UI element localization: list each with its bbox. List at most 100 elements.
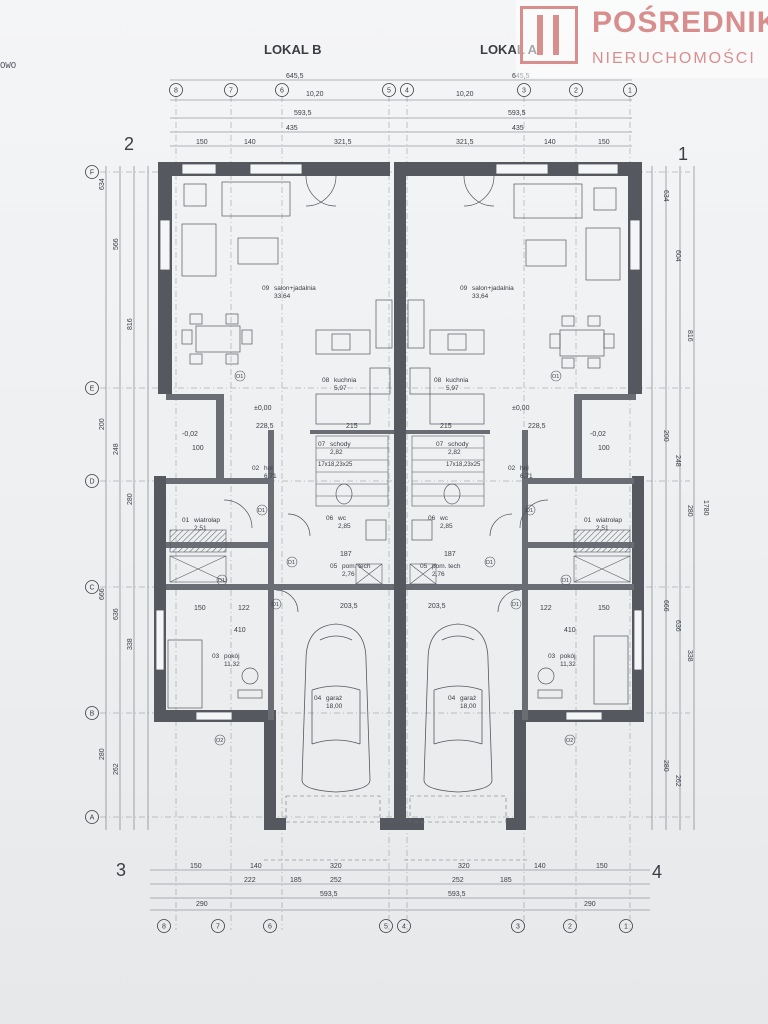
axis-top-7: 7 — [224, 83, 238, 97]
dim-side-right-5: 280 — [686, 505, 693, 517]
inner-dim-texts: 215 215 228,5 228,5 203,5 203,5 410 410 … — [192, 423, 610, 634]
room-number: 06 — [326, 515, 334, 522]
svg-text:4: 4 — [402, 924, 406, 931]
dim-inner-13: 187 — [444, 551, 456, 558]
door-tag-6: D1 — [270, 598, 282, 610]
axis-bottom-6: 6 — [263, 919, 277, 933]
svg-text:D1: D1 — [512, 602, 519, 608]
room-area: 33,64 — [274, 293, 291, 300]
axis-side-C: C — [85, 580, 99, 594]
svg-text:3: 3 — [522, 88, 526, 95]
dim-top-right-2: 140 — [544, 139, 556, 146]
room-area: 11,32 — [560, 661, 576, 668]
room-name: garaż — [460, 695, 476, 702]
dim-inner-8: 122 — [238, 605, 250, 612]
room-area: 2,85 — [440, 523, 453, 530]
room-name: pom. tech — [342, 563, 371, 570]
axis-side-E: E — [85, 381, 99, 395]
room-name: salon+jadalnia — [472, 285, 514, 292]
room-name: hol — [264, 465, 273, 472]
svg-text:B: B — [90, 711, 95, 718]
bottom-dim-texts: 593,5 593,5 290 222 185 252 252 185 290 … — [190, 863, 608, 908]
room-area: 6,71 — [264, 473, 277, 480]
dim-top-sub-right: 593,5 — [508, 110, 526, 117]
dim-side-left-3: 200 — [99, 418, 106, 430]
dim-top-sub-left: 593,5 — [294, 110, 312, 117]
sheet-number-2: 2 — [124, 134, 134, 154]
dim-bottom-r1-0: 290 — [196, 901, 208, 908]
svg-text:D: D — [89, 479, 94, 486]
dim-side-right-6: 666 — [662, 600, 669, 612]
top-dimension-lines — [170, 79, 632, 147]
dim-side-right-10: 262 — [674, 775, 681, 787]
dim-bottom-r2-2: 320 — [330, 863, 342, 870]
dim-inner-11: 150 — [598, 605, 610, 612]
svg-text:2: 2 — [574, 88, 578, 95]
room-area: 5,97 — [446, 385, 459, 392]
sheet-edge-text: OWO — [0, 61, 17, 71]
dim-top-left-2: 150 — [196, 139, 208, 146]
room-number: 05 — [420, 563, 428, 570]
svg-text:2: 2 — [568, 924, 572, 931]
window-tag-3: O2 — [564, 734, 576, 746]
window-tag-2: O2 — [214, 734, 226, 746]
watermark-logo-icon — [520, 6, 578, 64]
dim-inner-7: 410 — [564, 627, 576, 634]
window-tag-1: O1 — [550, 370, 562, 382]
dim-side-left-9: 280 — [99, 748, 106, 760]
dim-side-right-0: 634 — [662, 190, 669, 202]
dim-bottom-r2-5: 150 — [596, 863, 608, 870]
dim-side-right-1: 604 — [674, 250, 681, 262]
sheet-number-4: 4 — [652, 862, 662, 882]
dim-side-left-7: 636 — [113, 608, 120, 620]
axis-bottom-3: 3 — [511, 919, 525, 933]
room-name: kuchnia — [446, 377, 469, 384]
svg-text:7: 7 — [229, 88, 233, 95]
room-name: pokój — [560, 653, 576, 660]
dim-inner-4: 203,5 — [340, 603, 358, 610]
room-area: 2,51 — [596, 525, 609, 532]
axis-side-A: A — [85, 810, 99, 824]
room-number: 01 — [182, 517, 190, 524]
svg-text:D1: D1 — [486, 560, 493, 566]
room-number: 07 — [436, 441, 444, 448]
svg-text:D1: D1 — [526, 508, 533, 514]
room-name: schody — [448, 441, 469, 448]
room-number: 09 — [262, 285, 270, 292]
axis-side-D: D — [85, 474, 99, 488]
room-name: kuchnia — [334, 377, 357, 384]
axis-bottom-5: 5 — [379, 919, 393, 933]
dim-side-left-2: 816 — [127, 318, 134, 330]
doors — [223, 175, 549, 613]
room-number: 09 — [460, 285, 468, 292]
stair-note-b: 17x18,23x25 — [318, 462, 353, 468]
dim-bottom-r1-5: 185 — [500, 877, 512, 884]
room-area: 11,32 — [224, 661, 240, 668]
dim-inner-5: 203,5 — [428, 603, 446, 610]
svg-text:6: 6 — [280, 88, 284, 95]
dim-bottom-r2-3: 320 — [458, 863, 470, 870]
axis-bottom-2: 2 — [563, 919, 577, 933]
svg-text:7: 7 — [216, 924, 220, 931]
room-number: 07 — [318, 441, 326, 448]
room-area: 2,85 — [338, 523, 351, 530]
level-a-entry: -0,02 — [590, 431, 606, 438]
room-area: 18,00 — [460, 703, 477, 710]
svg-text:8: 8 — [174, 88, 178, 95]
axis-top-1: 1 — [623, 83, 637, 97]
svg-text:D1: D1 — [218, 578, 225, 584]
dim-inner-1: 215 — [440, 423, 452, 430]
room-area: 2,76 — [432, 571, 445, 578]
dim-top-small-2: 10,20 — [456, 91, 474, 98]
